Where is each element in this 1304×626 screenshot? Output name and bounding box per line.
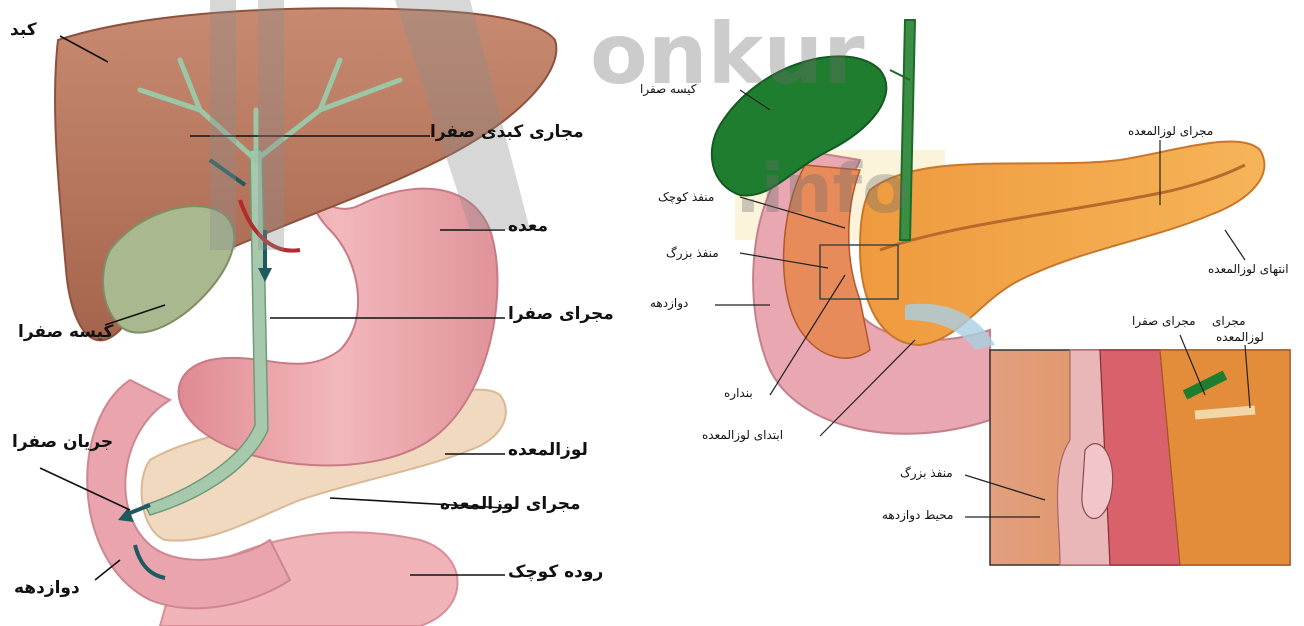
label-pancreas-head: ابتدای لوزالمعده — [702, 428, 783, 442]
inset-pancreatic-duct — [1195, 410, 1255, 415]
label-inset-major-papilla: منفذ بزرگ — [900, 466, 953, 480]
label-sphincter: بنداره — [724, 386, 753, 400]
label-pancreas-tail: انتهای لوزالمعده — [1208, 262, 1289, 276]
label-major-papilla: منفذ بزرگ — [666, 246, 719, 260]
label-hepatic-bile-ducts: مجاری کبدی صفرا — [430, 122, 584, 142]
watermark-subtext: .info — [735, 150, 909, 229]
label-liver: کبد — [10, 20, 37, 40]
label-inset-bile-duct: مجرای صفرا — [1132, 314, 1196, 328]
label-pancreatic-duct-right: مجرای لوزالمعده — [1128, 124, 1213, 138]
label-inset-pancreatic-duct-2: لوزالمعده — [1216, 330, 1264, 344]
label-inset-pancreatic-duct-1: مجرای — [1212, 314, 1246, 328]
label-inset-duodenal-wall: محیط دوازدهه — [882, 508, 953, 522]
label-bile-duct-left: مجرای صفرا — [508, 304, 614, 324]
label-pancreatic-duct-left: مجرای لوزالمعده — [440, 494, 581, 514]
watermark-text: onkur — [590, 5, 865, 103]
inset-pancreatic-tissue — [1160, 350, 1290, 565]
label-pancreas-left: لوزالمعده — [508, 440, 588, 460]
label-stomach: معده — [508, 216, 548, 236]
label-bile-flow: جریان صفرا — [12, 432, 113, 452]
label-duodenum-left: دوازدهه — [14, 578, 80, 598]
label-duodenum-right: دوازدهه — [650, 296, 688, 310]
label-gallbladder-right: کیسه صفرا — [640, 82, 697, 96]
label-small-intestine: روده کوچک — [508, 562, 603, 582]
label-minor-papilla: منفذ کوچک — [658, 190, 714, 204]
label-gallbladder-left: کیسه صفرا — [18, 322, 113, 342]
